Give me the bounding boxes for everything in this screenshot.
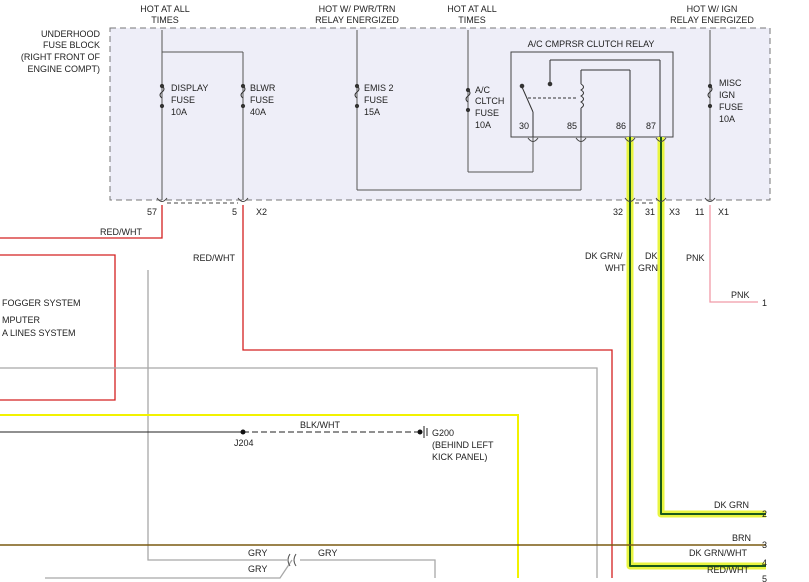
relay-title: A/C CMPRSR CLUTCH RELAY	[528, 39, 655, 49]
hot-ign-label-a: HOT W/ IGN	[687, 4, 738, 14]
ac-fuse-label-3: FUSE	[475, 108, 499, 118]
pin-31: 31	[645, 207, 655, 217]
fuse-symbols	[159, 83, 713, 113]
relay-pin-30: 30	[519, 121, 529, 131]
display-fuse-label-2: FUSE	[171, 95, 195, 105]
blwr-fuse-label-1: BLWR	[250, 83, 276, 93]
pnk-wire	[709, 205, 758, 303]
connector-x1: X1	[718, 207, 729, 217]
hot-ign-label-b: RELAY ENERGIZED	[670, 15, 754, 25]
relay-internals	[519, 59, 661, 137]
right-dk-grn-wht-label: DK GRN/WHT	[689, 548, 747, 558]
misc-fuse-label-2: IGN	[719, 90, 735, 100]
hot-pwr-trn-label-a: HOT W/ PWR/TRN	[319, 4, 396, 14]
fuse-block-outline	[109, 27, 771, 201]
dk-grn-label-2: GRN	[638, 263, 658, 273]
left-system-data-lines: A LINES SYSTEM	[2, 328, 76, 338]
fuse-block-title-2: FUSE BLOCK	[43, 40, 100, 50]
misc-fuse-label-3: FUSE	[719, 102, 743, 112]
hot-all-times-label-2a: HOT AT ALL	[447, 4, 497, 14]
hot-all-times-label-2b: TIMES	[458, 15, 486, 25]
fuse-block-title-1: UNDERHOOD	[41, 29, 101, 39]
emis-fuse-label-2: FUSE	[364, 95, 388, 105]
pin-57: 57	[147, 207, 157, 217]
fuse-block-title-3: (RIGHT FRONT OF	[21, 52, 101, 62]
emis-fuse-label-3: 15A	[364, 107, 380, 117]
right-pin-3: 3	[762, 540, 767, 550]
blk-wht-label: BLK/WHT	[300, 420, 341, 430]
connector-symbols	[156, 137, 716, 204]
hot-all-times-label-1a: HOT AT ALL	[140, 4, 190, 14]
connector-x2: X2	[256, 207, 267, 217]
g200-ground-point	[417, 429, 423, 435]
hot-all-times-label-1b: TIMES	[151, 15, 179, 25]
pnk-label: PNK	[686, 253, 705, 263]
j204-splice	[240, 429, 246, 435]
fuse-block-internal-wiring	[161, 30, 711, 200]
gry-label-2: GRY	[318, 548, 337, 558]
blk-wht-wire	[0, 426, 428, 438]
display-fuse-label-1: DISPLAY	[171, 83, 208, 93]
misc-fuse-label-1: MISC	[719, 78, 742, 88]
g200-label-1: G200	[432, 428, 454, 438]
connector-x3: X3	[669, 207, 680, 217]
gry-label-1: GRY	[248, 548, 267, 558]
dk-grn-wht-label-2: WHT	[605, 263, 626, 273]
ac-fuse-label-4: 10A	[475, 120, 491, 130]
pin-5: 5	[232, 207, 237, 217]
relay-pin-87: 87	[646, 121, 656, 131]
red-wht-label-1: RED/WHT	[100, 227, 142, 237]
ac-fuse-label-1: A/C	[475, 85, 491, 95]
emis-fuse-label-1: EMIS 2	[364, 83, 394, 93]
blwr-fuse-label-2: FUSE	[250, 95, 274, 105]
relay-pin-85: 85	[567, 121, 577, 131]
right-dk-grn-label: DK GRN	[714, 500, 749, 510]
right-pin-5: 5	[762, 574, 767, 582]
pnk-end-label: PNK	[731, 290, 750, 300]
right-brn-label: BRN	[732, 533, 751, 543]
right-pin-2: 2	[762, 509, 767, 519]
right-pin-4: 4	[762, 558, 767, 568]
relay-pin-86: 86	[616, 121, 626, 131]
left-system-computer: MPUTER	[2, 315, 41, 325]
pin-32: 32	[613, 207, 623, 217]
ac-fuse-label-2: CLTCH	[475, 96, 504, 106]
yellow-wire	[0, 414, 519, 578]
dk-grn-wht-label-1: DK GRN/	[585, 251, 623, 261]
relay-pin-wires	[532, 137, 582, 190]
display-fuse-label-3: 10A	[171, 107, 187, 117]
dk-grn-label-1: DK	[645, 251, 658, 261]
fuse-block-title-4: ENGINE COMPT)	[27, 64, 100, 74]
relay-box	[510, 51, 674, 138]
blwr-fuse-label-3: 40A	[250, 107, 266, 117]
g200-label-2: (BEHIND LEFT	[432, 440, 494, 450]
right-red-wht-label: RED/WHT	[707, 565, 749, 575]
misc-fuse-label-4: 10A	[719, 114, 735, 124]
gry-label-3: GRY	[248, 564, 267, 574]
red-wht-label-2: RED/WHT	[193, 253, 235, 263]
left-system-fogger: FOGGER SYSTEM	[2, 298, 81, 308]
gry-wires	[0, 270, 598, 579]
hot-pwr-trn-label-b: RELAY ENERGIZED	[315, 15, 399, 25]
dk-green-wires	[629, 137, 766, 567]
pin-11: 11	[695, 207, 704, 217]
right-pin-1: 1	[762, 298, 767, 308]
g200-label-3: KICK PANEL)	[432, 452, 487, 462]
red-wht-wires	[0, 205, 613, 578]
j204-label: J204	[234, 438, 254, 448]
